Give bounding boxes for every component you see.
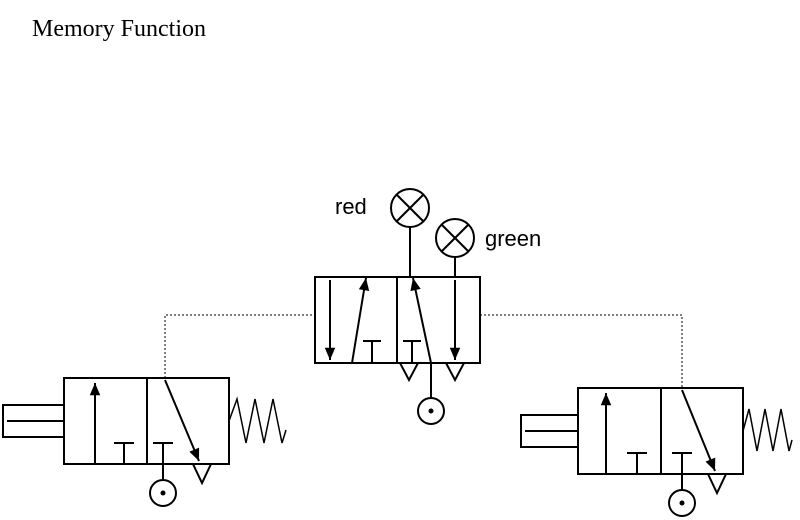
right-push-button-icon xyxy=(520,414,579,448)
diagram-title: Memory Function xyxy=(32,16,206,42)
lamp-red-label: red xyxy=(335,194,367,219)
memory-valve xyxy=(314,276,481,397)
left-push-button-icon xyxy=(2,404,65,438)
pilot-line-left xyxy=(164,314,315,378)
supply-source-icon xyxy=(417,397,445,425)
pilot-line-right xyxy=(480,314,683,388)
lamp-green-icon xyxy=(435,218,475,258)
right-valve xyxy=(520,387,793,496)
lamp-red-icon xyxy=(390,188,430,228)
left-spring-icon xyxy=(228,396,287,444)
left-supply-source-icon xyxy=(149,479,177,507)
right-supply-source-icon xyxy=(668,489,696,517)
lamp-green-label: green xyxy=(485,226,541,251)
right-spring-icon xyxy=(742,408,793,452)
left-valve xyxy=(2,377,287,486)
